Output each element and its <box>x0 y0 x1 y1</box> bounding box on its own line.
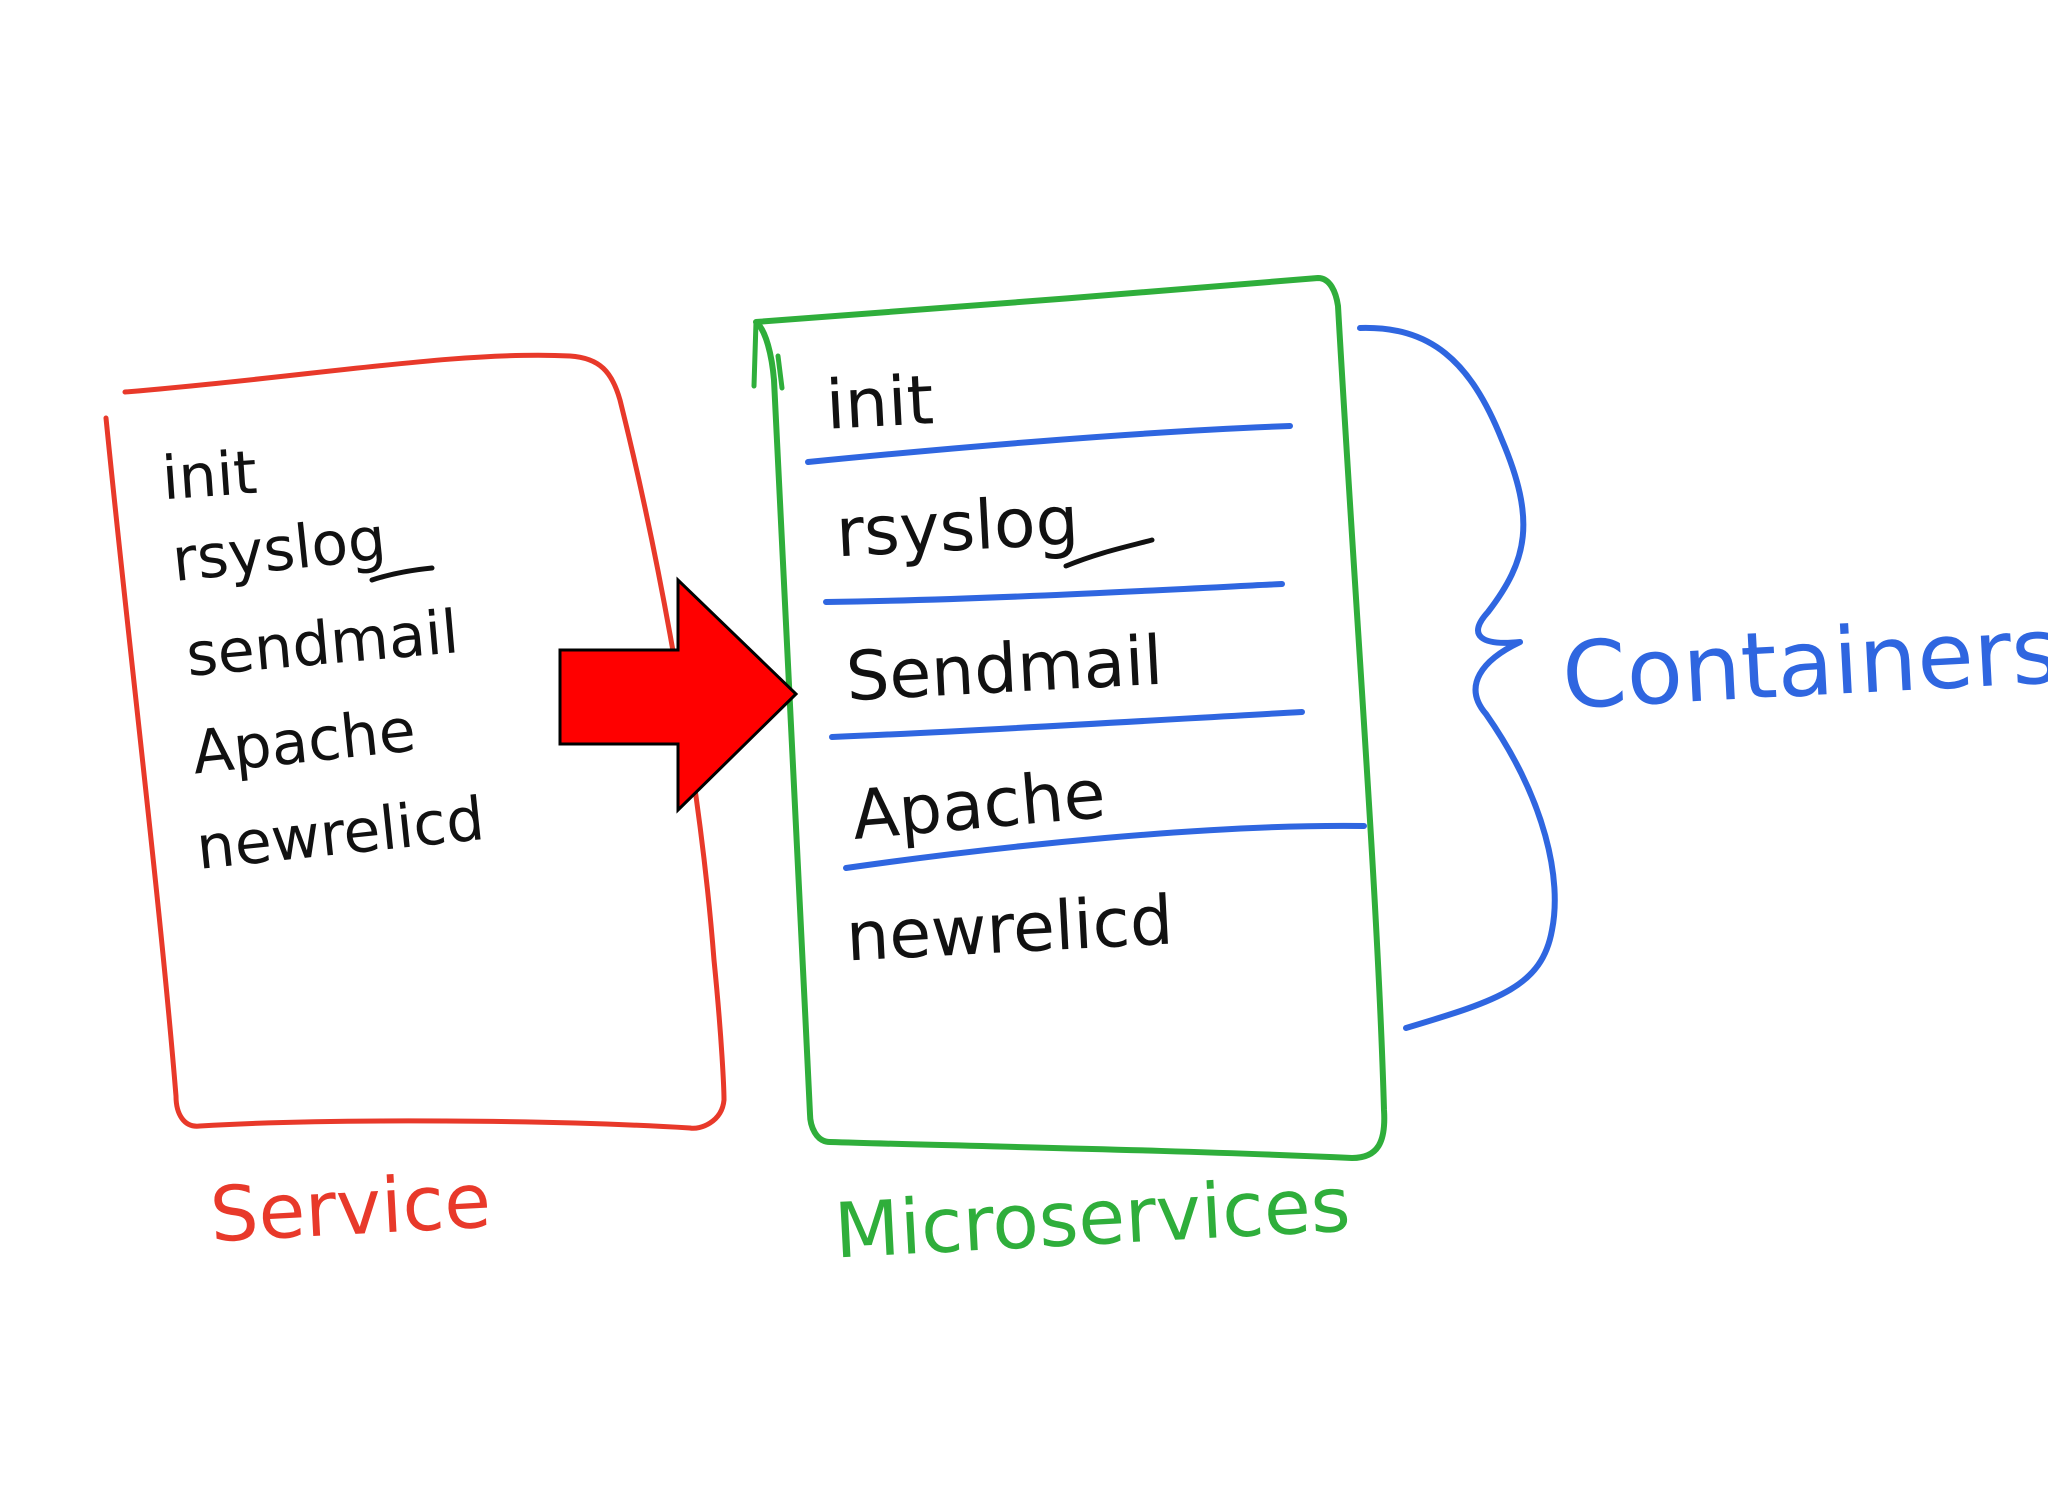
service-box <box>103 352 727 1131</box>
divider-line <box>823 581 1285 605</box>
ms-rsyslog-flourish <box>1063 537 1155 569</box>
containers-brace <box>1357 324 1558 1031</box>
divider-line <box>805 423 1293 465</box>
divider-line <box>843 822 1367 871</box>
divider-line <box>829 709 1305 740</box>
microservices-item-rsyslog: rsyslog <box>834 481 1081 574</box>
microservices-box <box>753 275 1388 1161</box>
microservices-item-init: init <box>823 361 936 446</box>
service-label: Service <box>207 1155 494 1260</box>
microservices-item-sendmail: Sendmail <box>844 621 1165 718</box>
microservices-item-newrelicd: newrelicd <box>844 881 1176 978</box>
service-item-init: init <box>159 437 260 515</box>
microservices-box-tick <box>751 319 785 391</box>
right-arrow-icon <box>558 576 799 814</box>
service-rsyslog-flourish <box>369 565 435 583</box>
containers-label: Containers <box>1559 597 2048 730</box>
